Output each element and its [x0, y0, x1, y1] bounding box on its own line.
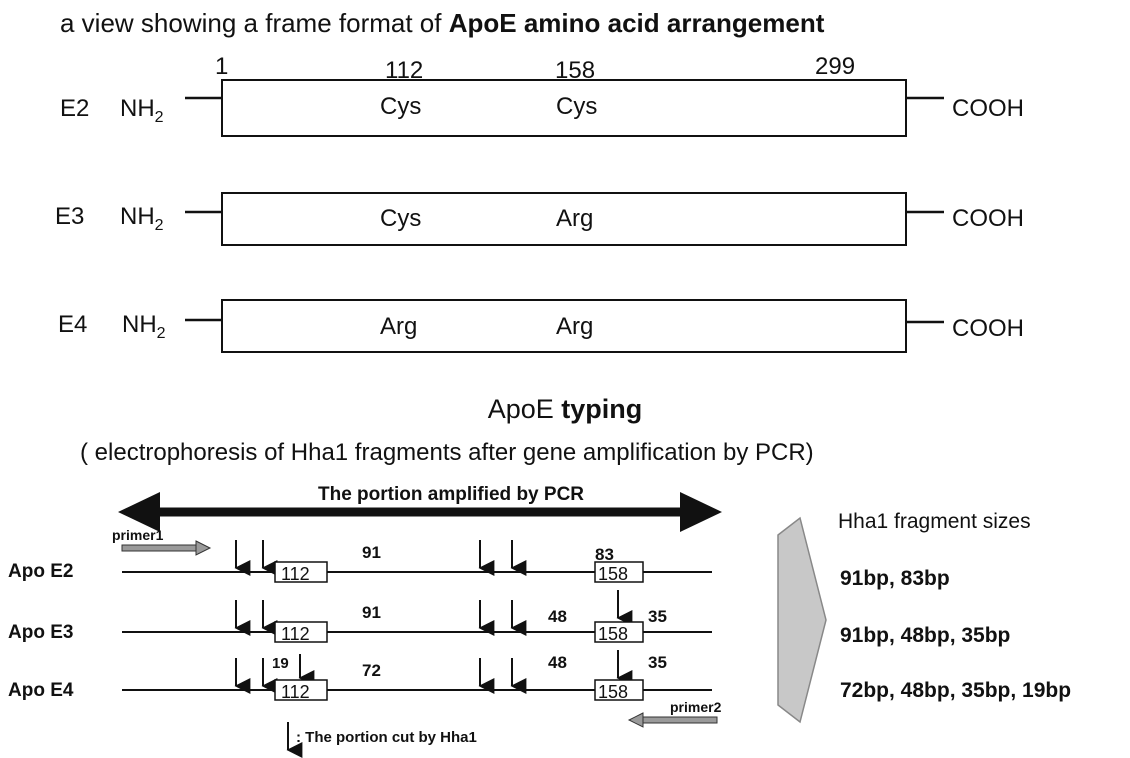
fragment-label-c: 48 — [548, 653, 567, 672]
cooh-label: COOH — [952, 205, 1024, 232]
typing-subtitle: ( electrophoresis of Hha1 fragments afte… — [80, 439, 814, 466]
legend-label: : The portion cut by Hha1 — [296, 729, 477, 746]
residue-158: Arg — [556, 313, 593, 340]
codon-box-112 — [274, 621, 328, 643]
codon-box-112-label: 112 — [281, 624, 310, 644]
cut-legend: : The portion cut by Hha1 — [286, 722, 477, 758]
top-title: a view showing a frame format of ApoE am… — [60, 8, 825, 38]
typing-row-e2: Apo E2 112 158 91 83 — [8, 540, 712, 584]
protein-frame — [221, 192, 907, 246]
typing-row-e3: Apo E3 112 158 91 48 35 — [8, 590, 712, 644]
typing-title: ApoE typing — [488, 394, 643, 424]
fragment-label-e: 35 — [648, 607, 667, 626]
typing-row-e4: Apo E4 112 158 19 72 48 35 — [8, 650, 712, 702]
fragment-label-a: 19 — [272, 655, 289, 672]
residue-112: Cys — [380, 93, 421, 120]
frame-row-label: E4 — [58, 311, 87, 338]
position-1: 1 — [215, 53, 228, 80]
primer2-arrow — [627, 712, 718, 728]
fragment-label-c: 48 — [548, 607, 567, 626]
protein-frame — [221, 299, 907, 353]
codon-box-158 — [594, 561, 644, 583]
primer2-label: primer2 — [670, 699, 722, 715]
typing-row-label: Apo E2 — [8, 561, 73, 582]
typing-row-label: Apo E3 — [8, 622, 73, 643]
sizes-header: Hha1 fragment sizes — [838, 510, 1031, 533]
residue-112: Cys — [380, 205, 421, 232]
residue-158: Arg — [556, 205, 593, 232]
primer1-arrow — [121, 540, 212, 556]
cooh-label: COOH — [952, 95, 1024, 122]
codon-box-158-label: 158 — [598, 564, 628, 584]
position-299: 299 — [815, 53, 855, 80]
amplified-label: The portion amplified by PCR — [318, 484, 584, 505]
sizes-e2: 91bp, 83bp — [840, 567, 950, 590]
frame-row-label: E2 — [60, 95, 89, 122]
nh2-label: NH2 — [120, 95, 164, 126]
cooh-label: COOH — [952, 315, 1024, 342]
nh2-label: NH2 — [122, 311, 166, 342]
fragment-label-d: 83 — [595, 545, 614, 564]
frame-row-e4: E4 NH2 Arg Arg COOH — [58, 299, 1024, 353]
result-arrow — [777, 516, 827, 724]
residue-158: Cys — [556, 93, 597, 120]
primer1-label: primer1 — [112, 527, 164, 543]
frame-row-e2: E2 NH2 Cys Cys COOH — [60, 79, 1024, 137]
sizes-e4: 72bp, 48bp, 35bp, 19bp — [840, 679, 1071, 702]
codon-box-158-label: 158 — [598, 682, 628, 702]
codon-box-112 — [274, 561, 328, 583]
fragment-label-b: 91 — [362, 603, 381, 622]
typing-row-label: Apo E4 — [8, 680, 74, 701]
codon-box-112-label: 112 — [281, 682, 310, 702]
nh2-label: NH2 — [120, 203, 164, 234]
codon-box-112-label: 112 — [281, 564, 310, 584]
codon-box-158-label: 158 — [598, 624, 628, 644]
protein-frame — [221, 79, 907, 137]
sizes-e3: 91bp, 48bp, 35bp — [840, 624, 1010, 647]
frame-row-label: E3 — [55, 203, 84, 230]
codon-box-158 — [594, 679, 644, 701]
fragment-label-e: 35 — [648, 653, 667, 672]
frame-row-e3: E3 NH2 Cys Arg COOH — [55, 192, 1024, 246]
fragment-label-b: 91 — [362, 543, 381, 562]
fragment-label-b: 72 — [362, 661, 381, 680]
amplified-arrow — [118, 492, 722, 532]
codon-box-112 — [274, 679, 328, 701]
residue-112: Arg — [380, 313, 417, 340]
codon-box-158 — [594, 621, 644, 643]
